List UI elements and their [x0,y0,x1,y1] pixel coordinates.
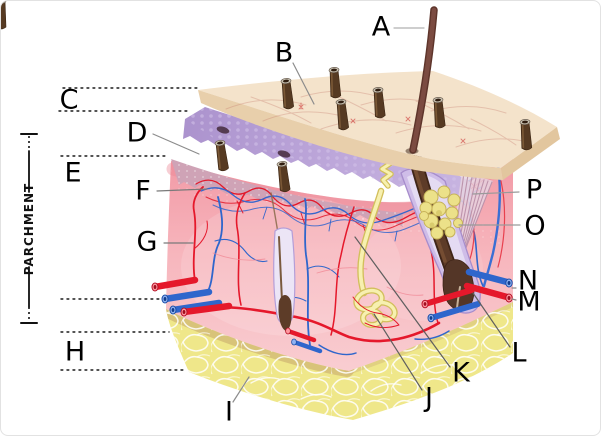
label-vein: N [517,265,539,297]
sebaceous-gland [419,185,463,240]
leader-artery [511,298,517,301]
hair-stubs [1,1,533,194]
label-hypodermis-band: H [64,336,86,368]
leader-capillary-network [156,188,208,192]
follicle-hole [216,126,230,134]
label-dermis: G [136,226,158,258]
cut-vessel-stubs-left [151,276,233,317]
sweat-gland [352,187,400,329]
leader-lines [152,27,521,403]
leader-sweat-duct [354,236,451,368]
dotted-reference-lines [58,87,199,371]
leader-follicle-bulb [472,292,511,348]
label-skin-surface: B [274,37,294,69]
label-sweat-duct: K [452,357,470,389]
epidermis-layer [183,107,471,203]
label-sebaceous-gland: O [524,210,546,242]
follicle-hole [277,150,291,158]
artery-stub [463,282,511,301]
papillary-layer [171,159,403,227]
label-epidermis-band: C [59,84,79,116]
vein-stub [465,268,511,286]
label-hair-shaft: A [371,11,391,43]
leader-skin-surface [292,62,315,105]
parchment-note: PARCHMENT [22,182,36,276]
label-arrector-pili: P [525,174,543,206]
corneum-edge [198,90,503,180]
label-basal-layer: D [126,117,148,149]
label-sweat-gland: J [425,382,433,414]
leader-basal-layer [152,133,200,155]
label-dermis-band: E [64,157,82,189]
leader-sweat-gland [373,313,423,391]
leader-arrector-pili [472,191,520,195]
cut-vessel-stubs-right [421,268,513,323]
label-follicle-bulb: L [511,337,527,369]
hair-shaft [405,6,438,154]
label-adipose-tissue: I [225,396,233,428]
parchment-bracket [20,133,38,324]
small-hair-follicle [270,192,323,354]
leader-adipose-tissue [232,376,250,403]
label-capillaries: F [135,175,151,207]
label-artery: M [517,286,541,318]
